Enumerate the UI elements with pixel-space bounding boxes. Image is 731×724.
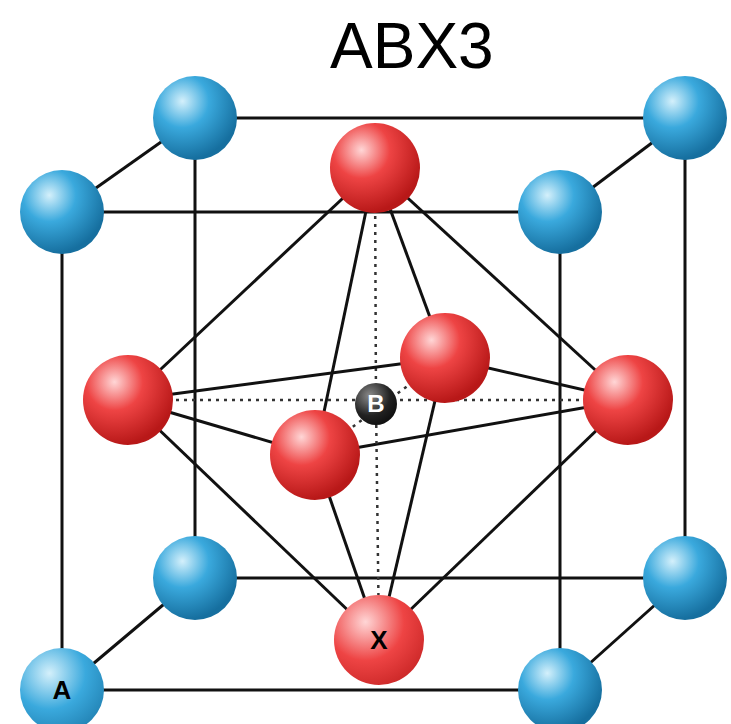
cube-edge [61,212,64,690]
atom-label: A [53,677,72,703]
a-site-atom [20,170,104,254]
x-site-atom [583,355,673,445]
formula-title: ABX3 [330,14,494,78]
a-site-atom [153,536,237,620]
atom-label: X [370,627,387,653]
b-site-atom: B [355,383,397,425]
cube-edge [194,118,197,578]
a-site-atom [518,648,602,724]
x-site-atom [400,313,490,403]
octahedron-edge [128,168,375,400]
cube-edge [62,211,560,214]
octahedron-edge [128,400,379,640]
cube-edge [195,117,685,120]
atom-label: B [367,392,384,416]
octahedron-edge [128,358,445,400]
x-site-atom [83,355,173,445]
x-site-atom [270,410,360,500]
a-site-atom [518,170,602,254]
cube-edge [559,212,562,690]
a-site-atom: A [20,648,104,724]
a-site-atom [643,76,727,160]
axis-line [376,425,378,595]
cube-edge [195,577,685,580]
x-site-atom: X [334,595,424,685]
a-site-atom [153,76,237,160]
cube-edge [684,118,687,578]
cube-edge [62,689,560,692]
x-site-atom [330,123,420,213]
a-site-atom [643,536,727,620]
